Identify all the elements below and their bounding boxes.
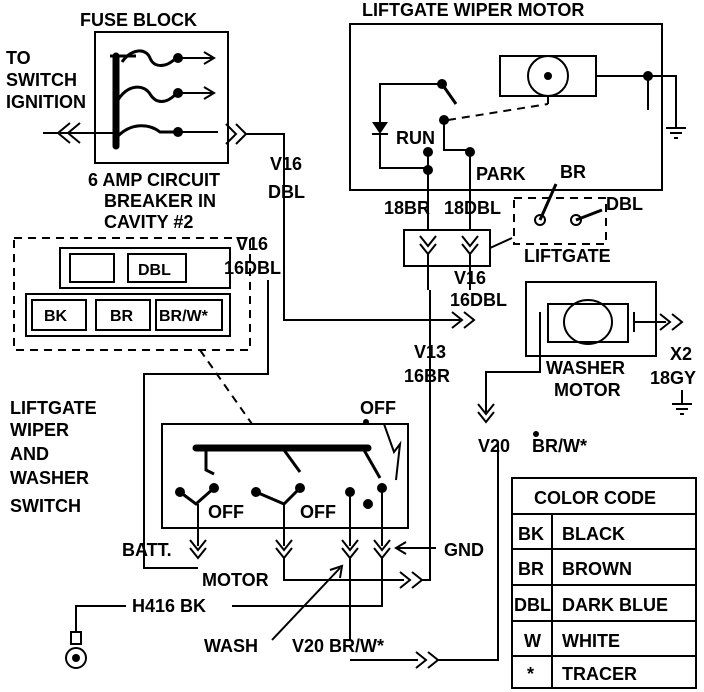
wash-label: WASH — [204, 636, 258, 656]
switch-title-4: WASHER — [10, 468, 89, 488]
color-code-table: COLOR CODE BK BLACK BR BROWN DBL DARK BL… — [511, 477, 697, 689]
switch-title-3: AND — [10, 444, 49, 464]
ignition-label: IGNITION — [6, 92, 86, 112]
connector-bk-label: BK — [44, 308, 68, 325]
switch-label: SWITCH — [6, 70, 77, 90]
switch-title-5: SWITCH — [10, 496, 81, 516]
liftgate-wiper-washer-switch: LIFTGATE WIPER AND WASHER SWITCH OFF OFF… — [10, 398, 409, 560]
v16-mid-label: V16 — [236, 234, 268, 254]
park-label: PARK — [476, 164, 526, 184]
color-code-row-code: BR — [518, 559, 544, 579]
washer-motor: WASHER MOTOR — [477, 281, 684, 424]
fuse-block-label: FUSE BLOCK — [80, 10, 197, 30]
off-top-label: OFF — [360, 398, 396, 418]
breaker-label-3: CAVITY #2 — [104, 212, 193, 232]
connector-br-label: BR — [110, 308, 134, 325]
breaker-label-1: 6 AMP CIRCUIT — [88, 170, 220, 190]
color-code-row-name: TRACER — [562, 664, 637, 684]
v13-label: V13 — [414, 342, 446, 362]
motor-label: MOTOR — [202, 570, 269, 590]
to-switch-ignition: TO SWITCH IGNITION — [6, 48, 86, 112]
color-code-row-code: W — [524, 631, 541, 651]
v20-bottom-label: V20 BR/W* — [292, 636, 384, 656]
x2-label: X2 — [670, 344, 692, 364]
dbl-mid-label: 16DBL — [224, 258, 281, 278]
color-code-row-code: * — [527, 664, 534, 684]
dbl-switch-label: DBL — [606, 194, 643, 214]
liftgate-label: LIFTGATE — [524, 246, 611, 266]
fuse-block-box — [94, 31, 229, 164]
liftgate-switch: BR DBL LIFTGATE — [513, 162, 643, 266]
batt-label: BATT. — [122, 540, 172, 560]
color-code-row-code: DBL — [514, 595, 551, 615]
switch-title-1: LIFTGATE — [10, 398, 97, 418]
color-code-row-name: WHITE — [562, 631, 620, 651]
16br-label: 16BR — [404, 366, 450, 386]
18dbl-label: 18DBL — [444, 198, 501, 218]
v16-top-label: V16 — [270, 154, 302, 174]
v20-right-label: V20 — [478, 436, 510, 456]
off-2-label: OFF — [300, 502, 336, 522]
off-1-label: OFF — [208, 502, 244, 522]
color-code-row-name: BROWN — [562, 559, 632, 579]
color-code-title: COLOR CODE — [534, 488, 656, 508]
brw-right-label: BR/W* — [532, 436, 587, 456]
switch-title-2: WIPER — [10, 420, 69, 440]
dbl-top-label: DBL — [268, 182, 305, 202]
18br-label: 18BR — [384, 198, 430, 218]
to-label: TO — [6, 48, 31, 68]
gnd-label: GND — [444, 540, 484, 560]
dbl-right-label: 16DBL — [450, 290, 507, 310]
v16-right-label: V16 — [454, 268, 486, 288]
h416-label: H416 BK — [132, 596, 206, 616]
wiper-motor-label: LIFTGATE WIPER MOTOR — [362, 0, 584, 20]
color-code-row-name: DARK BLUE — [562, 595, 668, 615]
liftgate-wiper-motor: LIFTGATE WIPER MOTOR RUN PARK — [349, 0, 686, 230]
run-label: RUN — [396, 128, 435, 148]
fuse-block: FUSE BLOCK — [43, 10, 229, 164]
washer-motor-label-2: MOTOR — [554, 380, 621, 400]
br-switch-label: BR — [560, 162, 586, 182]
color-code-row-code: BK — [518, 524, 544, 544]
connector-dbl-label: DBL — [138, 262, 171, 279]
breaker-label-2: BREAKER IN — [104, 191, 216, 211]
18gy-label: 18GY — [650, 368, 696, 388]
color-code-row-name: BLACK — [562, 524, 625, 544]
switch-connector: DBL BK BR BR/W* — [13, 237, 251, 351]
connector-brw-label: BR/W* — [159, 308, 209, 325]
washer-motor-label-1: WASHER — [546, 358, 625, 378]
